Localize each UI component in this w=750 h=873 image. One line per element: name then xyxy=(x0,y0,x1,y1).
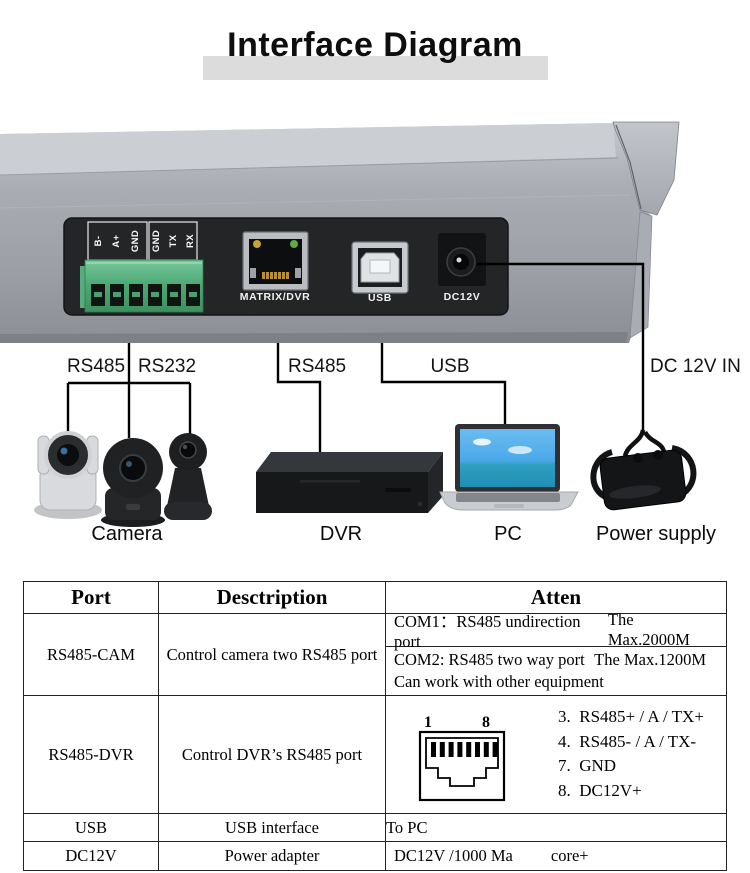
laptop-image xyxy=(439,424,579,511)
cell-port-dc12v: DC12V xyxy=(23,841,159,871)
line-terminal-to-cameras xyxy=(66,343,192,438)
header-atten: Atten xyxy=(385,581,727,614)
rj45-led-yellow xyxy=(253,240,261,248)
terminal-label-gnd-1: GND xyxy=(130,229,141,253)
pin-4: 4. RS485- / A / TX- xyxy=(558,731,697,751)
table-row-rs485-dvr: RS485-DVR Control DVR’s RS485 port 1 8 xyxy=(23,695,727,814)
atten-com1-row: COM1：RS485 undirection port The Max.2000… xyxy=(386,610,726,651)
dvr-image xyxy=(256,452,443,513)
pc-caption: PC xyxy=(494,523,522,545)
rj45-pin-list: 3. RS485+ / A / TX+ 4. RS485- / A / TX- … xyxy=(558,705,704,803)
cell-atten-rs485-cam: COM1：RS485 undirection port The Max.2000… xyxy=(385,610,727,696)
pin-number-last: 8 xyxy=(482,714,490,731)
dvr-caption: DVR xyxy=(319,523,363,545)
com1-text: COM1：RS485 undirection port xyxy=(394,612,581,651)
usb-port xyxy=(351,241,409,294)
com2-text: COM2: RS485 two way port xyxy=(394,649,585,669)
table-row-rs485-cam: RS485-CAM Control camera two RS485 port … xyxy=(23,610,727,696)
cell-desc-rs485-dvr: Control DVR’s RS485 port xyxy=(158,695,386,814)
title-highlight-band xyxy=(203,56,548,80)
terminal-label-a-plus: A+ xyxy=(111,234,122,248)
rj45-pin-stripes xyxy=(431,742,498,757)
device-scene xyxy=(0,121,697,527)
dc-port-label: DC12V xyxy=(443,291,481,303)
cell-atten-usb: To PC xyxy=(385,813,727,842)
connection-label-rs232: RS232 xyxy=(137,356,197,377)
cell-desc-usb: USB interface xyxy=(158,813,386,842)
camera-image xyxy=(34,431,212,527)
power-supply-caption: Power supply xyxy=(595,523,717,545)
connection-lines xyxy=(66,262,645,454)
terminal-label-gnd-2: GND xyxy=(151,229,162,253)
pin-7: 7. GND xyxy=(558,756,617,775)
cell-desc-dc12v: Power adapter xyxy=(158,841,386,871)
connection-label-usb: USB xyxy=(430,356,470,377)
line-usb-to-pc xyxy=(380,343,507,427)
camera-caption: Camera xyxy=(91,523,163,545)
port-spec-table: Port Desctription Atten RS485-CAM Contro… xyxy=(23,581,727,871)
table-header-row: Port Desctription Atten xyxy=(23,581,727,614)
page-title: Interface Diagram xyxy=(227,26,523,64)
com1-max-distance: The Max.2000M xyxy=(607,610,690,649)
rj45-port-label: MATRIX/DVR xyxy=(239,291,311,303)
dc-jack xyxy=(438,233,486,286)
pin-8: 8. DC12V+ xyxy=(558,780,642,800)
line-rj45-to-dvr xyxy=(276,343,322,454)
com2-max-distance: The Max.1200M xyxy=(594,649,706,669)
cell-atten-dc12v: DC12V /1000 Ma core+ xyxy=(385,841,727,871)
connection-label-rs485-camera: RS485 xyxy=(66,356,126,377)
terminal-label-b-minus: B- xyxy=(93,235,104,247)
terminal-label-rx: RX xyxy=(185,234,196,248)
atten-com2-row: COM2: RS485 two way port The Max.1200M C… xyxy=(386,647,726,695)
table-row-usb: USB USB interface To PC xyxy=(23,813,727,842)
cell-port-rs485-dvr: RS485-DVR xyxy=(23,695,159,814)
terminal-slots xyxy=(91,284,200,306)
header-description: Desctription xyxy=(158,581,386,614)
rj45-pin-diagram: 1 8 xyxy=(418,714,506,802)
cell-port-usb: USB xyxy=(23,813,159,842)
cell-port-rs485-cam: RS485-CAM xyxy=(23,613,159,696)
rj45-led-green xyxy=(290,240,298,248)
usb-port-label: USB xyxy=(368,292,392,304)
pin-number-first: 1 xyxy=(424,714,432,731)
power-supply-image xyxy=(590,429,697,511)
dc-atten-main: DC12V /1000 Ma xyxy=(394,846,513,865)
rj45-port xyxy=(242,231,309,291)
line-dc-to-power xyxy=(477,262,645,432)
pin-3: 3. RS485+ / A / TX+ xyxy=(558,707,704,726)
terminal-block xyxy=(80,221,204,313)
cell-atten-rs485-dvr: 1 8 3. RS485+ / A / TX+ 4. R xyxy=(385,695,727,814)
terminal-label-tx: TX xyxy=(168,234,179,248)
com2-note: Can work with other equipment xyxy=(394,672,604,691)
connection-label-dc12v-in: DC 12V IN xyxy=(650,356,741,377)
table-row-dc12v: DC12V Power adapter DC12V /1000 Ma core+ xyxy=(23,841,727,871)
connection-label-rs485-dvr: RS485 xyxy=(288,356,347,377)
header-port: Port xyxy=(23,581,159,614)
cell-desc-rs485-cam: Control camera two RS485 port xyxy=(158,613,386,696)
dc-atten-extra: core+ xyxy=(550,846,589,865)
